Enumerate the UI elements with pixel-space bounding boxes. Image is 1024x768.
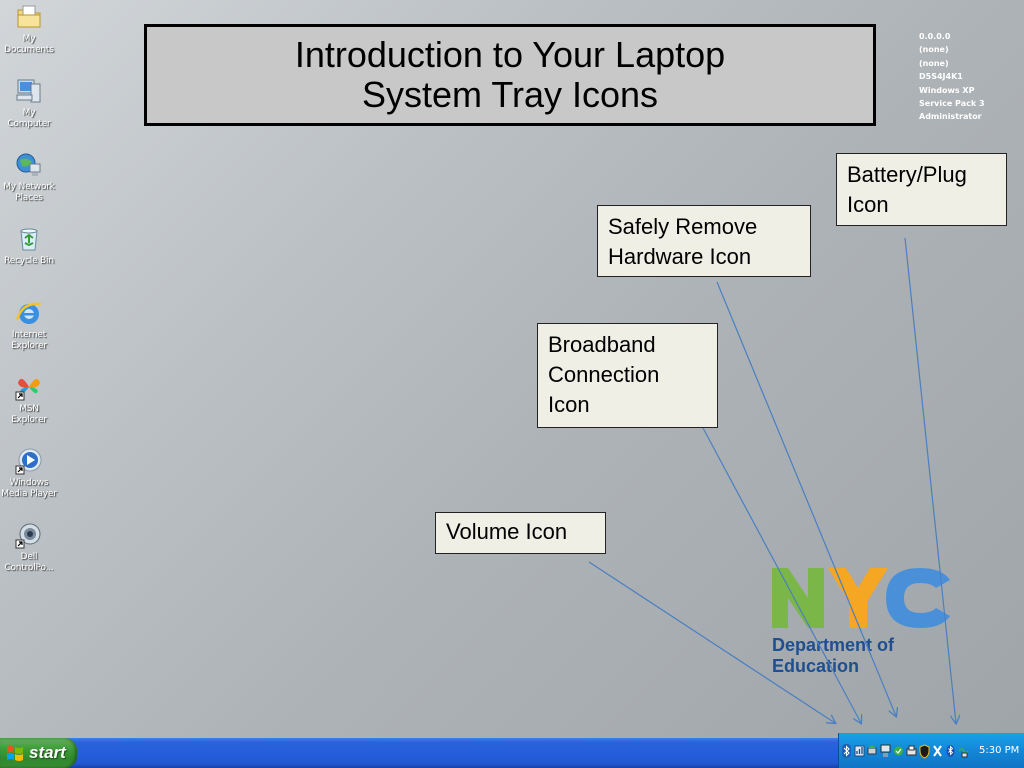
safely-remove-hardware-icon[interactable]	[867, 743, 878, 759]
desktop-icon-windows-media-player[interactable]: Windows Media Player	[0, 446, 58, 500]
desktop-icon-label: My Computer	[7, 108, 51, 129]
nyc-doe-logo: Department of Education	[772, 566, 962, 677]
desktop-icon-label: Internet Explorer	[11, 330, 47, 351]
callout-text: Broadband	[548, 332, 656, 357]
system-info-overlay: 0.0.0.0 (none) (none) D5S4J4K1 Windows X…	[919, 30, 985, 124]
system-info-line: (none)	[919, 58, 949, 68]
media-player-icon	[14, 446, 44, 476]
desktop-icon-label: Recycle Bin	[4, 256, 54, 266]
logo-line-1: Department of	[772, 635, 895, 655]
nyc-letters-mark	[772, 568, 950, 628]
system-info-ip: 0.0.0.0	[919, 32, 951, 41]
callout-safely-remove-hardware: Safely Remove Hardware Icon	[597, 205, 811, 277]
callout-volume: Volume Icon	[435, 512, 606, 554]
start-button[interactable]: start	[0, 738, 77, 768]
start-label: start	[29, 743, 66, 762]
system-info-service-pack: Service Pack 3	[919, 99, 985, 109]
desktop-icon-internet-explorer[interactable]: Internet Explorer	[0, 298, 58, 352]
logo-line-2: Education	[772, 656, 860, 676]
callout-text: Battery/Plug	[847, 162, 967, 187]
network-icon[interactable]	[880, 743, 891, 759]
antivirus-status-icon[interactable]	[932, 743, 943, 759]
system-info-os: Windows XP	[919, 85, 975, 95]
callout-text: Hardware Icon	[608, 244, 752, 269]
callout-battery-plug: Battery/Plug Icon	[836, 153, 1007, 226]
callout-broadband-connection: Broadband Connection Icon	[537, 323, 718, 428]
status-icon[interactable]	[893, 743, 904, 759]
desktop-icon-my-network-places[interactable]: My Network Places	[0, 150, 58, 204]
bluetooth-icon[interactable]	[841, 743, 852, 759]
desktop-icon-my-documents[interactable]: My Documents	[0, 2, 58, 56]
desktop-icon-recycle-bin[interactable]: Recycle Bin	[0, 224, 58, 267]
dell-controlpoint-icon	[14, 520, 44, 550]
computer-icon	[14, 76, 44, 106]
broadband-icon[interactable]	[854, 743, 865, 759]
folder-icon	[14, 2, 44, 32]
desktop-icon-label: Windows Media Player	[1, 478, 57, 499]
internet-explorer-icon	[14, 298, 44, 328]
desktop-icon-label: My Network Places	[3, 182, 55, 203]
desktop-icon-dell-controlpoint[interactable]: Dell ControlPo...	[0, 520, 58, 574]
desktop-icon-label: MSN Explorer	[11, 404, 47, 425]
taskbar-clock[interactable]: 5:30 PM	[979, 745, 1020, 756]
network-icon	[14, 150, 44, 180]
title-line-1: Introduction to Your Laptop	[294, 34, 726, 75]
callout-text: Icon	[548, 392, 590, 417]
battery-plug-icon[interactable]	[958, 743, 969, 759]
printer-icon[interactable]	[906, 743, 917, 759]
desktop-icon-msn-explorer[interactable]: MSN Explorer	[0, 372, 58, 426]
recycle-bin-icon	[14, 224, 44, 254]
callout-text: Icon	[847, 192, 889, 217]
bluetooth-radio-icon[interactable]	[945, 743, 956, 759]
desktop-icon-my-computer[interactable]: My Computer	[0, 76, 58, 130]
logo-department-text: Department of Education	[772, 635, 962, 677]
title-line-2: System Tray Icons	[361, 74, 659, 115]
slide-title-box: Introduction to Your Laptop System Tray …	[144, 24, 876, 126]
callout-text: Volume Icon	[446, 519, 568, 544]
windows-flag-icon	[7, 746, 23, 761]
antivirus-icon[interactable]	[919, 743, 930, 759]
system-tray: 5:30 PM	[838, 733, 1024, 768]
callout-text: Connection	[548, 362, 660, 387]
desktop-icon-label: My Documents	[4, 34, 54, 55]
desktop-icon-label: Dell ControlPo...	[4, 552, 54, 573]
callout-text: Safely Remove	[608, 214, 758, 239]
msn-butterfly-icon	[14, 372, 44, 402]
system-info-user: Administrator	[919, 112, 982, 122]
system-info-line: (none)	[919, 45, 949, 55]
system-info-computer-name: D5S4J4K1	[919, 72, 963, 82]
